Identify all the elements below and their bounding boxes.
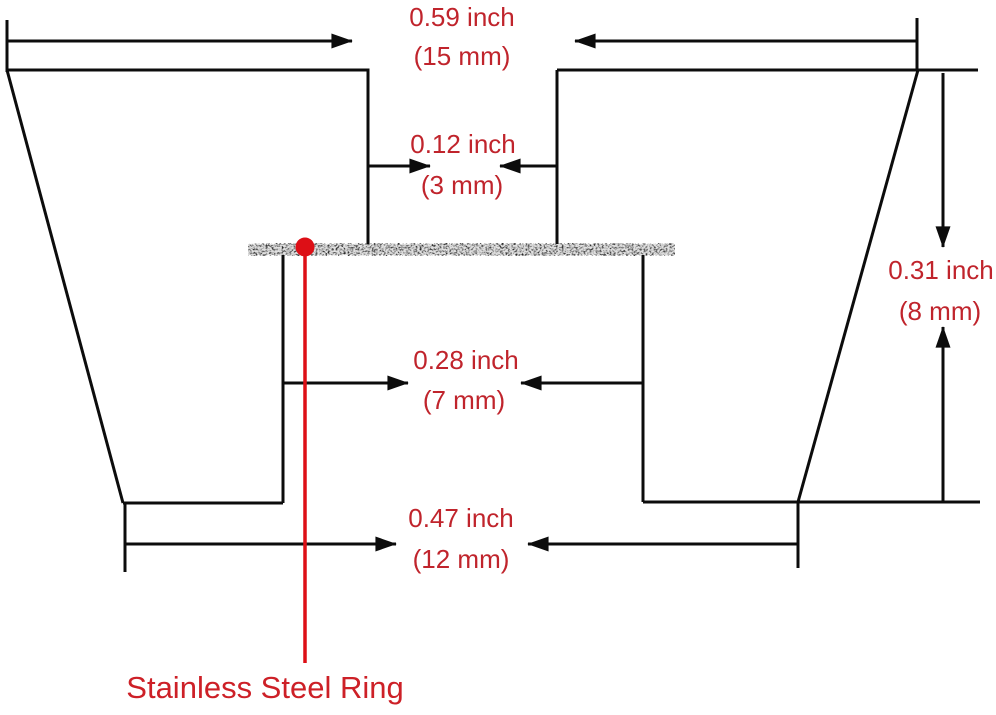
- bottom-dim-mm-text: (12 mm): [413, 544, 510, 574]
- left-flange-top-and-inner-wall: [7, 68, 370, 244]
- top-width-dimension: [5, 18, 919, 72]
- gap-dim-inch-text: 0.12 inch: [410, 129, 516, 159]
- left-flange-outer-slant: [5, 69, 125, 504]
- stainless-steel-ring-label: Stainless Steel Ring: [126, 670, 403, 705]
- bottom-width-dimension: [123, 503, 798, 572]
- top-dim-inch-text: 0.59 inch: [409, 2, 515, 32]
- right-flange-outline: [555, 68, 980, 568]
- dimension-texts: 0.59 inch (15 mm) 0.12 inch (3 mm) 0.28 …: [408, 2, 994, 574]
- gap-dim-mm-text: (3 mm): [421, 170, 503, 200]
- bottom-dim-inch-text: 0.47 inch: [408, 503, 514, 533]
- barrel-dim-inch-text: 0.28 inch: [413, 345, 519, 375]
- steel-ring-marker: [295, 237, 315, 663]
- left-flange-outline: [5, 68, 370, 505]
- top-dim-mm-text: (15 mm): [414, 41, 511, 71]
- height-dim-mm-text: (8 mm): [899, 296, 981, 326]
- ring-marker-dot: [295, 237, 315, 257]
- height-dim-inch-text: 0.31 inch: [888, 255, 994, 285]
- barrel-dim-mm-text: (7 mm): [423, 385, 505, 415]
- right-flange-outer-slant: [796, 69, 920, 503]
- fabric-speckle-band: [248, 243, 675, 256]
- speckle-band-noise: [248, 243, 675, 256]
